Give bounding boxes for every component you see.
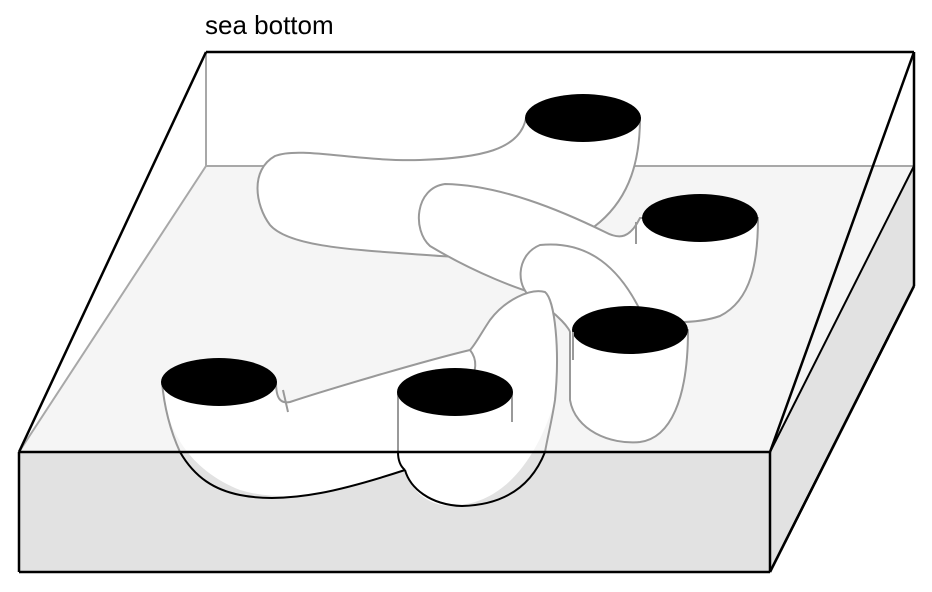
burrow-opening xyxy=(161,358,277,406)
burrow-opening xyxy=(525,94,641,142)
burrow-opening xyxy=(572,306,688,354)
sea-bottom-label: sea bottom xyxy=(205,10,334,40)
burrow-tube-5 xyxy=(397,368,513,471)
burrow-tube-3 xyxy=(519,243,690,444)
burrow-opening xyxy=(397,368,513,416)
sediment-edges xyxy=(769,165,915,453)
burrow-stubs xyxy=(282,222,637,413)
burrow-opening xyxy=(642,194,758,242)
sediment-side-face xyxy=(770,166,914,572)
box-outline xyxy=(17,50,916,574)
